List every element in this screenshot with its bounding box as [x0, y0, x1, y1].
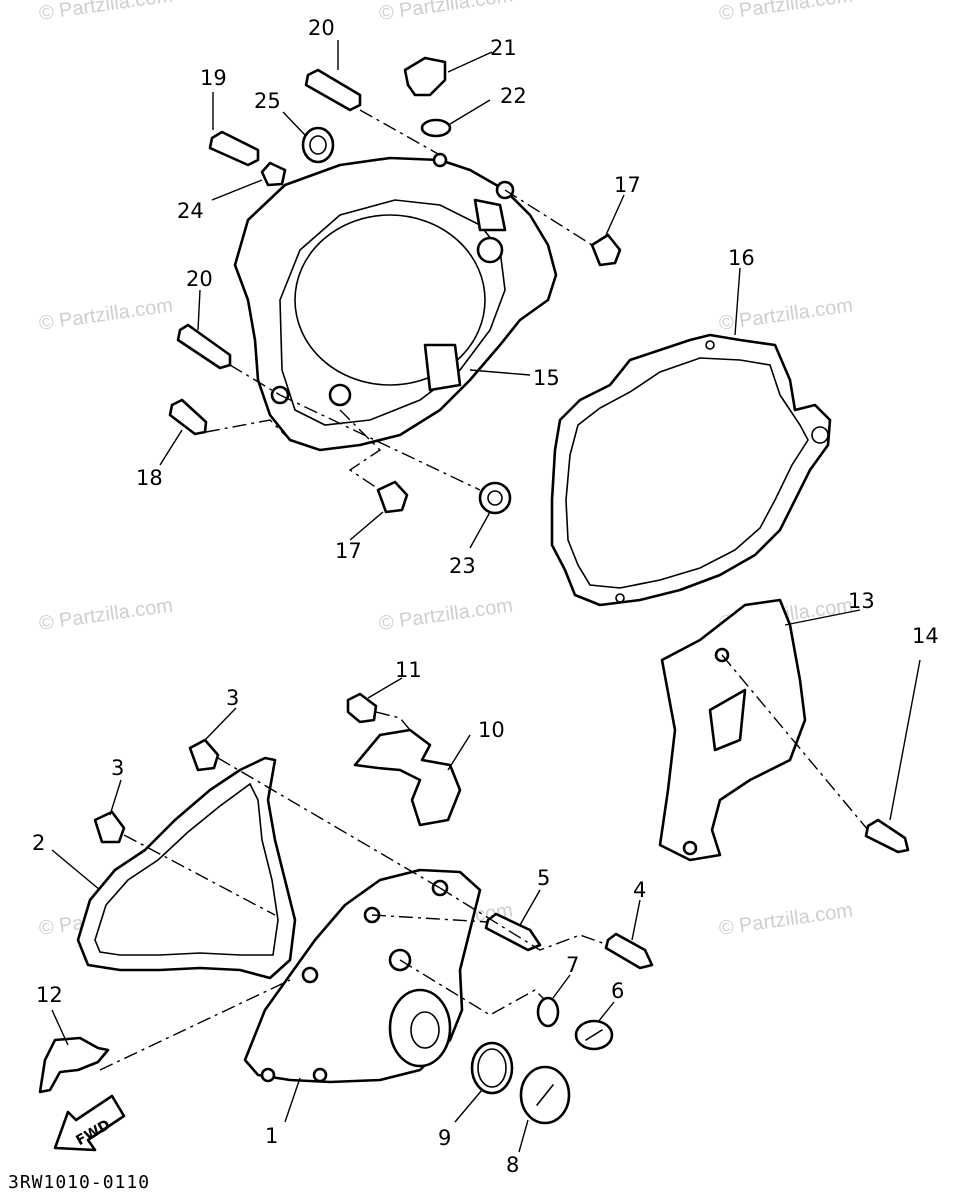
- watermark: © Partzilla.com: [718, 0, 855, 25]
- watermark: © Partzilla.com: [38, 294, 175, 335]
- callout-18: 18: [136, 466, 163, 490]
- callout-12: 12: [36, 983, 63, 1007]
- alignment-line: [229, 364, 281, 396]
- filler-plug-part-21: [403, 56, 447, 97]
- leader-lines: [51, 40, 921, 1153]
- oil-seal-part-25: [301, 126, 335, 164]
- alignment-line: [123, 834, 276, 916]
- plate-part-24: [260, 161, 287, 187]
- bolt-part-18: [168, 398, 208, 436]
- plug-part-6: [574, 1019, 614, 1051]
- callout-7: 7: [566, 953, 579, 977]
- o-ring-part-7: [536, 996, 560, 1028]
- callout-20a: 20: [308, 16, 335, 40]
- callout-3a: 3: [226, 686, 239, 710]
- dowel-pin-part-3-upper: [188, 738, 220, 772]
- watermark: © Partzilla.com: [378, 594, 515, 635]
- crankcase-cover-part-15: [233, 152, 558, 452]
- callout-3b: 3: [111, 756, 124, 780]
- callout-14: 14: [912, 624, 939, 648]
- bolt-part-4: [604, 932, 654, 970]
- callout-1: 1: [265, 1124, 278, 1148]
- callout-19: 19: [200, 66, 227, 90]
- callout-16: 16: [728, 246, 755, 270]
- callout-17b: 17: [335, 539, 362, 563]
- bolt-part-20-left: [176, 323, 232, 370]
- callout-23: 23: [449, 554, 476, 578]
- alignment-line: [439, 887, 609, 951]
- callout-17a: 17: [614, 173, 641, 197]
- drawing-code: 3RW1010-0110: [8, 1172, 150, 1193]
- callout-4: 4: [633, 878, 646, 902]
- callout-24: 24: [177, 199, 204, 223]
- screw-part-11: [346, 692, 378, 724]
- callout-13: 13: [848, 589, 875, 613]
- sprocket-cover-part-13: [658, 598, 807, 862]
- watermark: © Partzilla.com: [38, 594, 175, 635]
- watermark: © Partzilla.com: [378, 0, 515, 25]
- alignment-line: [217, 757, 441, 889]
- gasket-part-2: [76, 756, 297, 980]
- alignment-line: [721, 654, 869, 831]
- dowel-pin-part-17-top: [590, 233, 622, 267]
- o-ring-part-9: [470, 1041, 514, 1095]
- plate-part-12: [38, 1036, 110, 1094]
- callout-8: 8: [506, 1153, 519, 1177]
- callout-6: 6: [611, 979, 624, 1003]
- alignment-line: [371, 914, 489, 923]
- dowel-pin-part-3-lower: [93, 810, 126, 844]
- alignment-line: [504, 189, 593, 246]
- bolt-part-14: [864, 818, 910, 854]
- callout-labels: 1 2 3 3 4 5 6 7 8 9 10 11 12 13 14 15 16…: [32, 16, 939, 1177]
- oil-seal-part-23: [478, 481, 512, 515]
- watermark: © Partzilla.com: [38, 0, 175, 25]
- callout-5: 5: [537, 866, 550, 890]
- alignment-line: [339, 409, 382, 491]
- alignment-line: [279, 394, 481, 491]
- alignment-line: [399, 959, 546, 1016]
- dowel-pin-part-17-bottom: [376, 480, 409, 514]
- watermark: © Partzilla.com: [718, 899, 855, 940]
- alignment-line: [375, 711, 411, 731]
- bolt-part-19: [208, 130, 260, 167]
- callout-15: 15: [533, 366, 560, 390]
- callout-22: 22: [500, 84, 527, 108]
- bracket-part-10: [353, 728, 462, 827]
- callout-2: 2: [32, 831, 45, 855]
- callout-20b: 20: [186, 267, 213, 291]
- bolt-part-20-top: [304, 68, 362, 112]
- alignment-line: [99, 979, 291, 1071]
- plug-part-8: [519, 1065, 571, 1125]
- callout-21: 21: [490, 36, 517, 60]
- alignment-line: [205, 419, 291, 441]
- o-ring-part-22: [420, 118, 452, 138]
- fwd-arrow-icon: FWD: [53, 1094, 126, 1152]
- callout-11: 11: [395, 658, 422, 682]
- generator-cover-part-1: [243, 868, 482, 1084]
- callout-25: 25: [254, 89, 281, 113]
- callout-10: 10: [478, 718, 505, 742]
- callout-9: 9: [438, 1126, 451, 1150]
- gasket-part-16: [550, 333, 832, 607]
